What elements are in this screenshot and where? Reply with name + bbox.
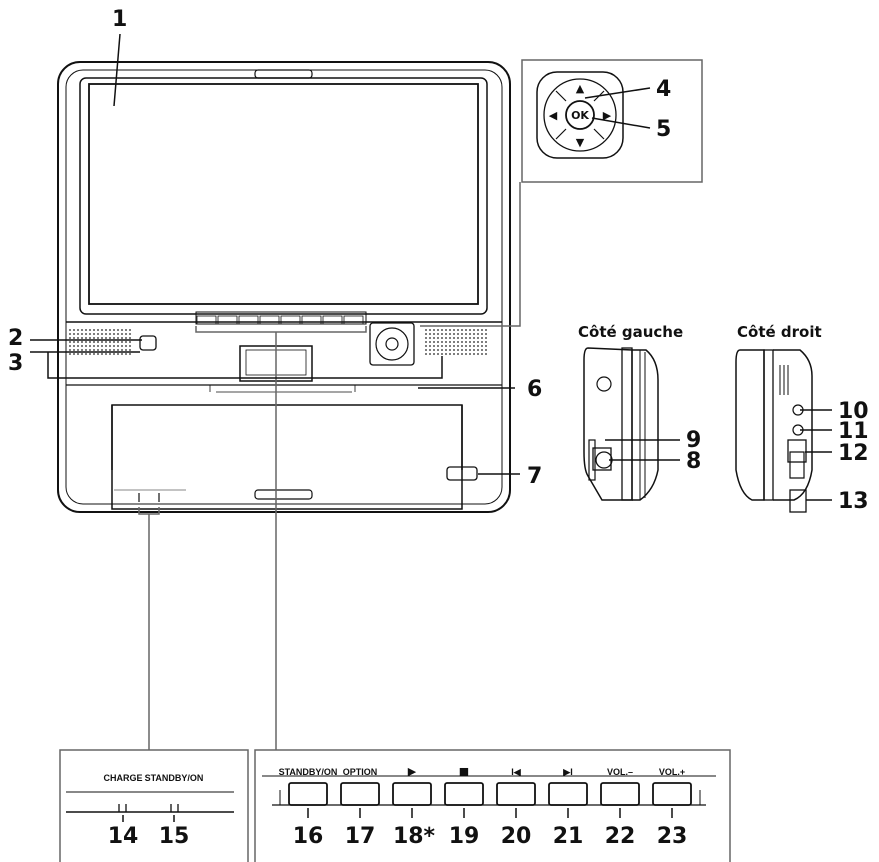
btn-standby-label: STANDBY/ON xyxy=(279,767,338,777)
btn-play-icon: ▶ xyxy=(408,765,417,778)
btn-option xyxy=(340,782,380,806)
callout-19: 19 xyxy=(449,824,480,849)
open-button xyxy=(446,466,478,481)
callout-9: 9 xyxy=(686,428,701,453)
callout-22: 22 xyxy=(605,824,636,849)
button-zoom xyxy=(254,749,731,862)
dpad-up-icon: ▲ xyxy=(576,82,585,95)
callout-16: 16 xyxy=(293,824,324,849)
dpad-left-icon: ◀ xyxy=(549,109,558,122)
callout-7: 7 xyxy=(527,464,542,489)
callout-18: 18* xyxy=(393,824,436,849)
dpad-right-icon: ▶ xyxy=(603,109,612,122)
callout-11: 11 xyxy=(838,419,869,444)
screen xyxy=(88,83,479,305)
btn-vol-up-label: VOL.+ xyxy=(659,767,685,777)
callout-17: 17 xyxy=(345,824,376,849)
callout-1: 1 xyxy=(112,7,127,32)
callout-23: 23 xyxy=(657,824,688,849)
device-body xyxy=(57,61,511,513)
dpad-zoom xyxy=(521,59,703,183)
btn-prev-icon: I◀ xyxy=(511,767,522,777)
left-side-view xyxy=(583,347,659,501)
callout-20: 20 xyxy=(501,824,532,849)
disc-lid xyxy=(111,404,463,510)
dpad-down-icon: ▼ xyxy=(576,136,585,149)
btn-stop-icon: ■ xyxy=(459,765,469,778)
right-side-view xyxy=(735,349,813,513)
btn-next xyxy=(548,782,588,806)
speaker-right xyxy=(424,327,488,357)
callout-2: 2 xyxy=(8,326,23,351)
btn-vol-down-label: VOL.– xyxy=(607,767,633,777)
btn-vol-down xyxy=(600,782,640,806)
callout-10: 10 xyxy=(838,399,869,424)
callout-13: 13 xyxy=(838,489,869,514)
callout-5: 5 xyxy=(656,117,671,142)
dpad-ok-label: OK xyxy=(571,109,589,122)
screen-frame xyxy=(79,77,488,315)
callout-12: 12 xyxy=(838,441,869,466)
btn-option-label: OPTION xyxy=(343,767,378,777)
callout-14: 14 xyxy=(108,824,139,849)
leader-lines xyxy=(30,33,832,822)
indicator-zoom xyxy=(59,749,249,862)
left-side-title: Côté gauche xyxy=(578,323,683,341)
dpad-small xyxy=(369,322,415,366)
btn-stop xyxy=(444,782,484,806)
callout-15: 15 xyxy=(159,824,190,849)
btn-standby xyxy=(288,782,328,806)
callout-8: 8 xyxy=(686,449,701,474)
btn-play xyxy=(392,782,432,806)
btn-prev xyxy=(496,782,536,806)
indicator-standby: STANDBY/ON xyxy=(145,773,204,783)
indicator-marks xyxy=(114,489,186,502)
callout-3: 3 xyxy=(8,351,23,376)
callout-6: 6 xyxy=(527,377,542,402)
remote-sensor xyxy=(139,335,157,351)
callout-4: 4 xyxy=(656,77,671,102)
btn-next-icon: ▶I xyxy=(562,767,572,777)
right-side-title: Côté droit xyxy=(737,323,822,341)
device-front-view xyxy=(57,61,511,513)
btn-vol-up xyxy=(652,782,692,806)
indicator-charge: CHARGE xyxy=(103,773,142,783)
callout-21: 21 xyxy=(553,824,584,849)
